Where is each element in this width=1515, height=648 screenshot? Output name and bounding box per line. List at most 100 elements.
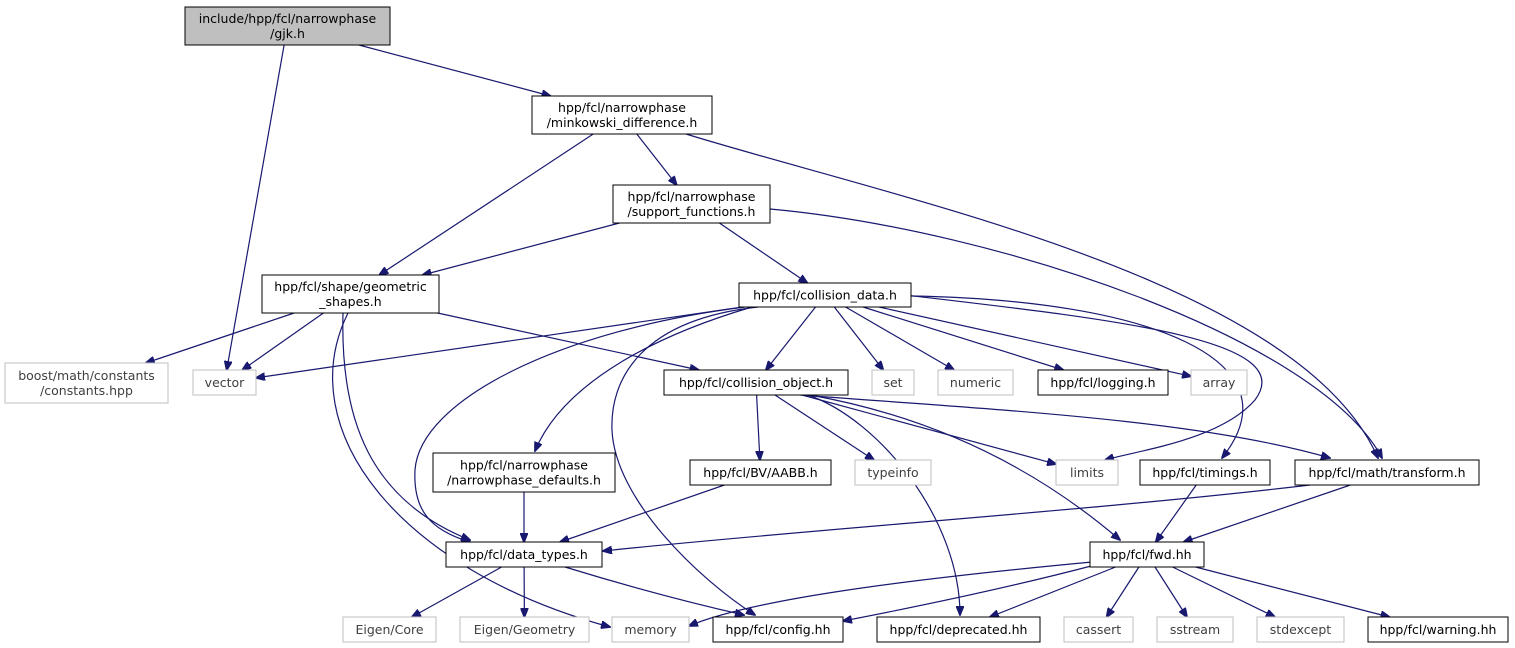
node-timings-box bbox=[1139, 459, 1271, 486]
edge-collision_data-to-data_types bbox=[414, 306, 746, 542]
node-numeric-box bbox=[937, 369, 1014, 396]
node-support-label: /support_functions.h bbox=[628, 204, 756, 219]
node-sstream[interactable]: sstream bbox=[1156, 616, 1234, 643]
edge-collision_object-to-transform bbox=[799, 394, 1330, 458]
node-cassert[interactable]: cassert bbox=[1063, 616, 1134, 643]
node-deprecated-label: hpp/fcl/deprecated.hh bbox=[890, 622, 1028, 637]
edge-data_types-to-eigen_core bbox=[412, 566, 502, 617]
node-memory-label: memory bbox=[624, 622, 677, 637]
node-eigen_core-label: Eigen/Core bbox=[355, 622, 423, 637]
node-collision_data[interactable]: hpp/fcl/collision_data.h bbox=[738, 282, 912, 308]
node-cassert-box bbox=[1063, 616, 1134, 643]
edge-collision_data-to-narrowphase_defaults bbox=[535, 306, 753, 451]
node-data_types-box bbox=[445, 541, 603, 568]
node-geometric[interactable]: hpp/fcl/shape/geometric_shapes.h bbox=[261, 274, 440, 314]
edge-collision_data-to-config bbox=[611, 306, 759, 615]
node-minkowski-label: hpp/fcl/narrowphase bbox=[558, 100, 686, 115]
node-collision_object-box bbox=[663, 369, 849, 396]
node-geometric-box bbox=[261, 274, 440, 314]
edge-collision_object-to-typeinfo bbox=[774, 394, 874, 460]
edge-fwd-to-cassert bbox=[1107, 566, 1140, 617]
node-aabb-label: hpp/fcl/BV/AABB.h bbox=[703, 465, 817, 480]
node-typeinfo[interactable]: typeinfo bbox=[854, 459, 932, 486]
node-geometric-label: _shapes.h bbox=[318, 294, 381, 309]
node-limits[interactable]: limits bbox=[1055, 459, 1119, 486]
node-eigen_core-box bbox=[342, 616, 437, 643]
node-warning[interactable]: hpp/fcl/warning.hh bbox=[1367, 616, 1509, 643]
node-warning-box bbox=[1367, 616, 1509, 643]
edge-aabb-to-data_types bbox=[560, 484, 725, 542]
node-eigen_geometry-box bbox=[459, 616, 590, 643]
node-support-label: hpp/fcl/narrowphase bbox=[628, 189, 756, 204]
node-numeric-label: numeric bbox=[950, 375, 1001, 390]
edge-collision_data-to-timings bbox=[910, 295, 1244, 458]
node-geometric-label: hpp/fcl/shape/geometric bbox=[274, 279, 427, 294]
edge-collision_object-to-deprecated bbox=[807, 394, 960, 615]
edge-fwd-to-stdexcept bbox=[1172, 566, 1275, 617]
node-timings[interactable]: hpp/fcl/timings.h bbox=[1139, 459, 1271, 486]
node-boost_constants[interactable]: boost/math/constants/constants.hpp bbox=[4, 362, 169, 404]
node-data_types[interactable]: hpp/fcl/data_types.h bbox=[445, 541, 603, 568]
node-vector-label: vector bbox=[205, 375, 246, 390]
edge-fwd-to-config bbox=[843, 564, 1096, 621]
node-boost_constants-label: /constants.hpp bbox=[40, 383, 133, 398]
edge-fwd-to-memory bbox=[689, 561, 1093, 626]
node-fwd-label: hpp/fcl/fwd.hh bbox=[1102, 547, 1191, 562]
node-boost_constants-box bbox=[4, 362, 169, 404]
node-typeinfo-box bbox=[854, 459, 932, 486]
node-config-box bbox=[712, 616, 844, 643]
node-eigen_geometry[interactable]: Eigen/Geometry bbox=[459, 616, 590, 643]
node-boost_constants-label: boost/math/constants bbox=[18, 368, 155, 383]
node-support-box bbox=[612, 184, 771, 224]
node-gjk-label: /gjk.h bbox=[270, 26, 305, 41]
edge-collision_data-to-numeric bbox=[845, 306, 954, 370]
node-narrowphase_defaults[interactable]: hpp/fcl/narrowphase/narrowphase_defaults… bbox=[432, 452, 616, 493]
node-transform[interactable]: hpp/fcl/math/transform.h bbox=[1294, 459, 1480, 486]
node-limits-label: limits bbox=[1070, 465, 1104, 480]
node-config-label: hpp/fcl/config.hh bbox=[725, 622, 830, 637]
edge-collision_object-to-fwd bbox=[809, 394, 1120, 540]
edge-collision_data-to-array bbox=[878, 306, 1191, 376]
node-set-box bbox=[871, 369, 915, 396]
edge-collision_data-to-set bbox=[833, 306, 883, 370]
node-vector[interactable]: vector bbox=[192, 369, 257, 396]
node-numeric[interactable]: numeric bbox=[937, 369, 1014, 396]
node-narrowphase_defaults-label: hpp/fcl/narrowphase bbox=[460, 458, 588, 473]
edge-geometric-to-collision_object bbox=[437, 312, 699, 370]
node-transform-label: hpp/fcl/math/transform.h bbox=[1308, 465, 1465, 480]
node-fwd[interactable]: hpp/fcl/fwd.hh bbox=[1089, 541, 1205, 568]
node-set[interactable]: set bbox=[871, 369, 915, 396]
edge-collision_object-to-aabb bbox=[757, 394, 760, 460]
node-deprecated[interactable]: hpp/fcl/deprecated.hh bbox=[876, 616, 1041, 643]
node-sstream-label: sstream bbox=[1170, 622, 1220, 637]
node-vector-box bbox=[192, 369, 257, 396]
edge-support-to-geometric bbox=[423, 222, 620, 275]
edge-collision_data-to-vector bbox=[256, 306, 743, 378]
node-config[interactable]: hpp/fcl/config.hh bbox=[712, 616, 844, 643]
node-support[interactable]: hpp/fcl/narrowphase/support_functions.h bbox=[612, 184, 771, 224]
edge-collision_data-to-collision_object bbox=[766, 306, 816, 370]
edge-support-to-transform bbox=[769, 208, 1382, 458]
node-logging-label: hpp/fcl/logging.h bbox=[1050, 375, 1155, 390]
node-minkowski[interactable]: hpp/fcl/narrowphase/minkowski_difference… bbox=[531, 95, 713, 135]
node-collision_data-label: hpp/fcl/collision_data.h bbox=[753, 288, 897, 303]
node-collision_object-label: hpp/fcl/collision_object.h bbox=[679, 375, 833, 390]
node-aabb-box bbox=[689, 459, 832, 486]
node-gjk-label: include/hpp/fcl/narrowphase bbox=[199, 11, 377, 26]
node-memory[interactable]: memory bbox=[611, 616, 690, 643]
node-array[interactable]: array bbox=[1190, 369, 1248, 396]
node-logging[interactable]: hpp/fcl/logging.h bbox=[1037, 369, 1169, 396]
node-stdexcept[interactable]: stdexcept bbox=[1256, 616, 1345, 643]
node-timings-label: hpp/fcl/timings.h bbox=[1152, 465, 1257, 480]
node-narrowphase_defaults-label: /narrowphase_defaults.h bbox=[447, 473, 601, 488]
edge-fwd-to-sstream bbox=[1154, 566, 1187, 617]
edge-collision_data-to-limits bbox=[904, 294, 1263, 460]
edge-data_types-to-config bbox=[564, 566, 744, 615]
node-collision_object[interactable]: hpp/fcl/collision_object.h bbox=[663, 369, 849, 396]
node-eigen_geometry-label: Eigen/Geometry bbox=[474, 622, 576, 637]
node-gjk[interactable]: include/hpp/fcl/narrowphase/gjk.h bbox=[184, 6, 391, 46]
node-aabb[interactable]: hpp/fcl/BV/AABB.h bbox=[689, 459, 832, 486]
node-eigen_core[interactable]: Eigen/Core bbox=[342, 616, 437, 643]
node-stdexcept-label: stdexcept bbox=[1270, 622, 1331, 637]
node-logging-box bbox=[1037, 369, 1169, 396]
